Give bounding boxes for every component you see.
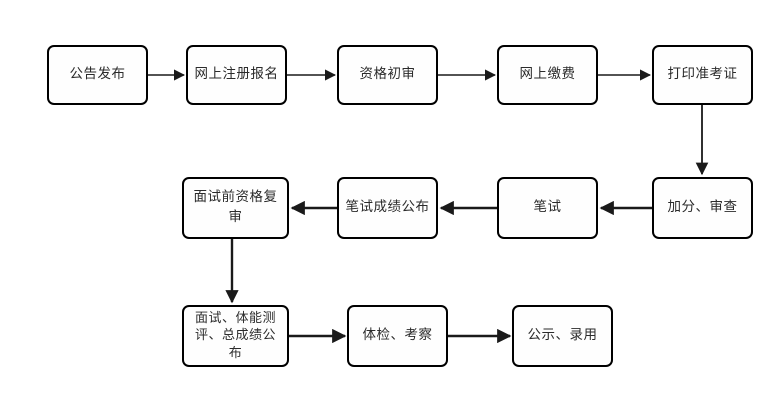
node-label: 公示、录用 bbox=[527, 327, 598, 344]
node-label: 面试前资格复审 bbox=[193, 189, 278, 225]
node-label: 打印准考证 bbox=[667, 66, 738, 83]
node-label: 网上缴费 bbox=[519, 66, 576, 83]
node-label: 网上注册报名 bbox=[194, 66, 279, 83]
node-gonggaofabu[interactable]: 公告发布 bbox=[47, 45, 148, 105]
node-label: 加分、审查 bbox=[667, 199, 738, 216]
node-gongshiluyong[interactable]: 公示、录用 bbox=[512, 305, 613, 367]
node-mianshiqianzigefushen[interactable]: 面试前资格复审 bbox=[182, 177, 289, 239]
node-label: 公告发布 bbox=[69, 66, 126, 83]
node-label: 体检、考察 bbox=[362, 327, 433, 344]
node-label: 面试、体能测评、总成绩公布 bbox=[194, 310, 276, 361]
node-bishi[interactable]: 笔试 bbox=[497, 177, 598, 239]
node-tijiankaocha[interactable]: 体检、考察 bbox=[347, 305, 448, 367]
node-zigechushen[interactable]: 资格初审 bbox=[337, 45, 438, 105]
node-mianshitinengcepingzongchengjigongbu[interactable]: 面试、体能测评、总成绩公布 bbox=[182, 305, 289, 367]
node-label: 笔试 bbox=[533, 199, 562, 216]
node-label: 资格初审 bbox=[359, 66, 416, 83]
node-dayinzhunkaozheng[interactable]: 打印准考证 bbox=[652, 45, 753, 105]
node-jiafenshencha[interactable]: 加分、审查 bbox=[652, 177, 753, 239]
node-wangshangzhucebaoming[interactable]: 网上注册报名 bbox=[186, 45, 287, 105]
node-label: 笔试成绩公布 bbox=[345, 199, 430, 216]
node-bishichengjigongbu[interactable]: 笔试成绩公布 bbox=[337, 177, 438, 239]
node-wangshangjiaofei[interactable]: 网上缴费 bbox=[497, 45, 598, 105]
